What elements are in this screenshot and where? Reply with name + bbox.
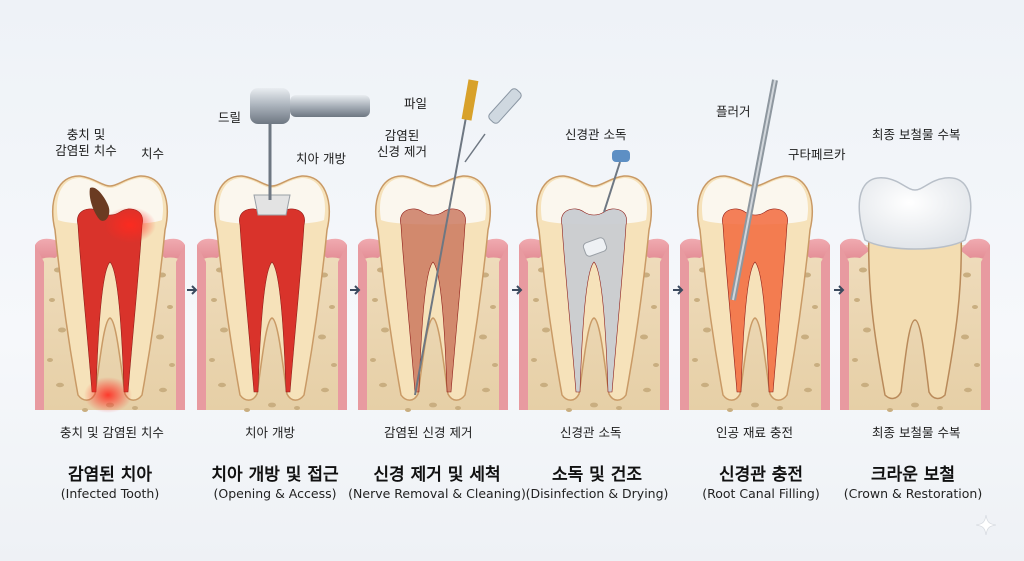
- drill-handle: [290, 95, 370, 117]
- syringe-icon: [488, 88, 522, 124]
- stage1-top-label: 충치 및 감염된 치수: [55, 127, 117, 158]
- stage1-pulp-label: 치수: [141, 146, 165, 161]
- gum-edge-right: [821, 245, 830, 410]
- disinfection-tool: [612, 150, 630, 162]
- stage4-subtitle: (Disinfection & Drying): [525, 486, 669, 501]
- stage6-subtitle: (Crown & Restoration): [843, 486, 983, 501]
- tooth-stage-5: [680, 79, 830, 412]
- tooth-stage-1: [35, 175, 185, 413]
- gum-right: [960, 238, 990, 262]
- tooth-stage-3: [358, 79, 522, 412]
- stage5-bottom-label: 인공 재료 충전: [716, 425, 793, 440]
- cotton-pellet: [582, 237, 608, 257]
- stage6-top-label: 최종 보철물 수복: [872, 127, 961, 142]
- stage5-subtitle: (Root Canal Filling): [702, 486, 820, 501]
- gum-edge-left: [358, 245, 367, 410]
- cavity: [89, 187, 110, 221]
- gum-edge-left: [840, 245, 849, 410]
- endodontic-file-icon: [414, 89, 472, 396]
- tooth-root: [867, 229, 963, 400]
- sparkle-icon: [976, 515, 996, 535]
- stage5-gutta-label: 구타페르카: [788, 147, 846, 162]
- gum-edge-right: [499, 245, 508, 410]
- stage3-title: 신경 제거 및 세척: [373, 465, 501, 485]
- gum-edge-left: [519, 245, 528, 410]
- arrow-right-icon: [673, 285, 684, 295]
- stage2-drill-label: 드릴: [218, 110, 242, 125]
- stage3-subtitle: (Nerve Removal & Cleaning): [348, 486, 526, 501]
- arrow-right-icon: [187, 285, 198, 295]
- tooth-stage-2: [197, 88, 370, 412]
- gum-edge-left: [35, 245, 44, 410]
- file-handle: [461, 79, 479, 121]
- stage2-bottom-label: 치아 개방: [245, 425, 295, 440]
- tooth-stage-4: [519, 150, 669, 412]
- drill-icon: [250, 88, 290, 124]
- gum-edge-right: [338, 245, 347, 410]
- stage1-bottom-label: 충치 및 감염된 치수: [60, 425, 164, 440]
- arrow-right-icon: [834, 285, 845, 295]
- stage6-title: 크라운 보철: [870, 465, 956, 485]
- stage4-top-label: 신경관 소독: [565, 127, 627, 142]
- arrow-right-icon: [512, 285, 523, 295]
- infection-glow: [84, 377, 132, 413]
- gum-edge-left: [197, 245, 206, 410]
- gum-edge-right: [660, 245, 669, 410]
- gum-edge-right: [981, 245, 990, 410]
- stage2-opening-label: 치아 개방: [296, 151, 346, 166]
- stage4-title: 소독 및 건조: [551, 465, 643, 485]
- stage5-plugger-label: 플러거: [716, 104, 751, 119]
- stage6-bottom-label: 최종 보철물 수복: [872, 425, 961, 440]
- access-opening: [253, 194, 291, 216]
- infection-glow: [104, 207, 156, 243]
- stage4-bottom-label: 신경관 소독: [560, 425, 622, 440]
- stage1-title: 감염된 치아: [67, 465, 153, 485]
- stage2-subtitle: (Opening & Access): [213, 486, 337, 501]
- gum-left: [840, 238, 870, 262]
- gum-edge-right: [176, 245, 185, 410]
- stage1-subtitle: (Infected Tooth): [60, 486, 160, 501]
- stage3-bottom-label: 감염된 신경 제거: [384, 425, 473, 440]
- tooth-stage-6: [840, 177, 990, 412]
- crown-restoration: [858, 177, 972, 250]
- arrow-right-icon: [350, 285, 361, 295]
- pulp-canal: [561, 208, 627, 393]
- stage3-nerve-label: 감염된 신경 제거: [377, 128, 427, 159]
- stage3-file-label: 파일: [404, 96, 428, 111]
- syringe-needle: [464, 133, 486, 163]
- stage2-title: 치아 개방 및 접근: [211, 465, 339, 485]
- stage5-title: 신경관 충전: [718, 465, 804, 485]
- gum-edge-left: [680, 245, 689, 410]
